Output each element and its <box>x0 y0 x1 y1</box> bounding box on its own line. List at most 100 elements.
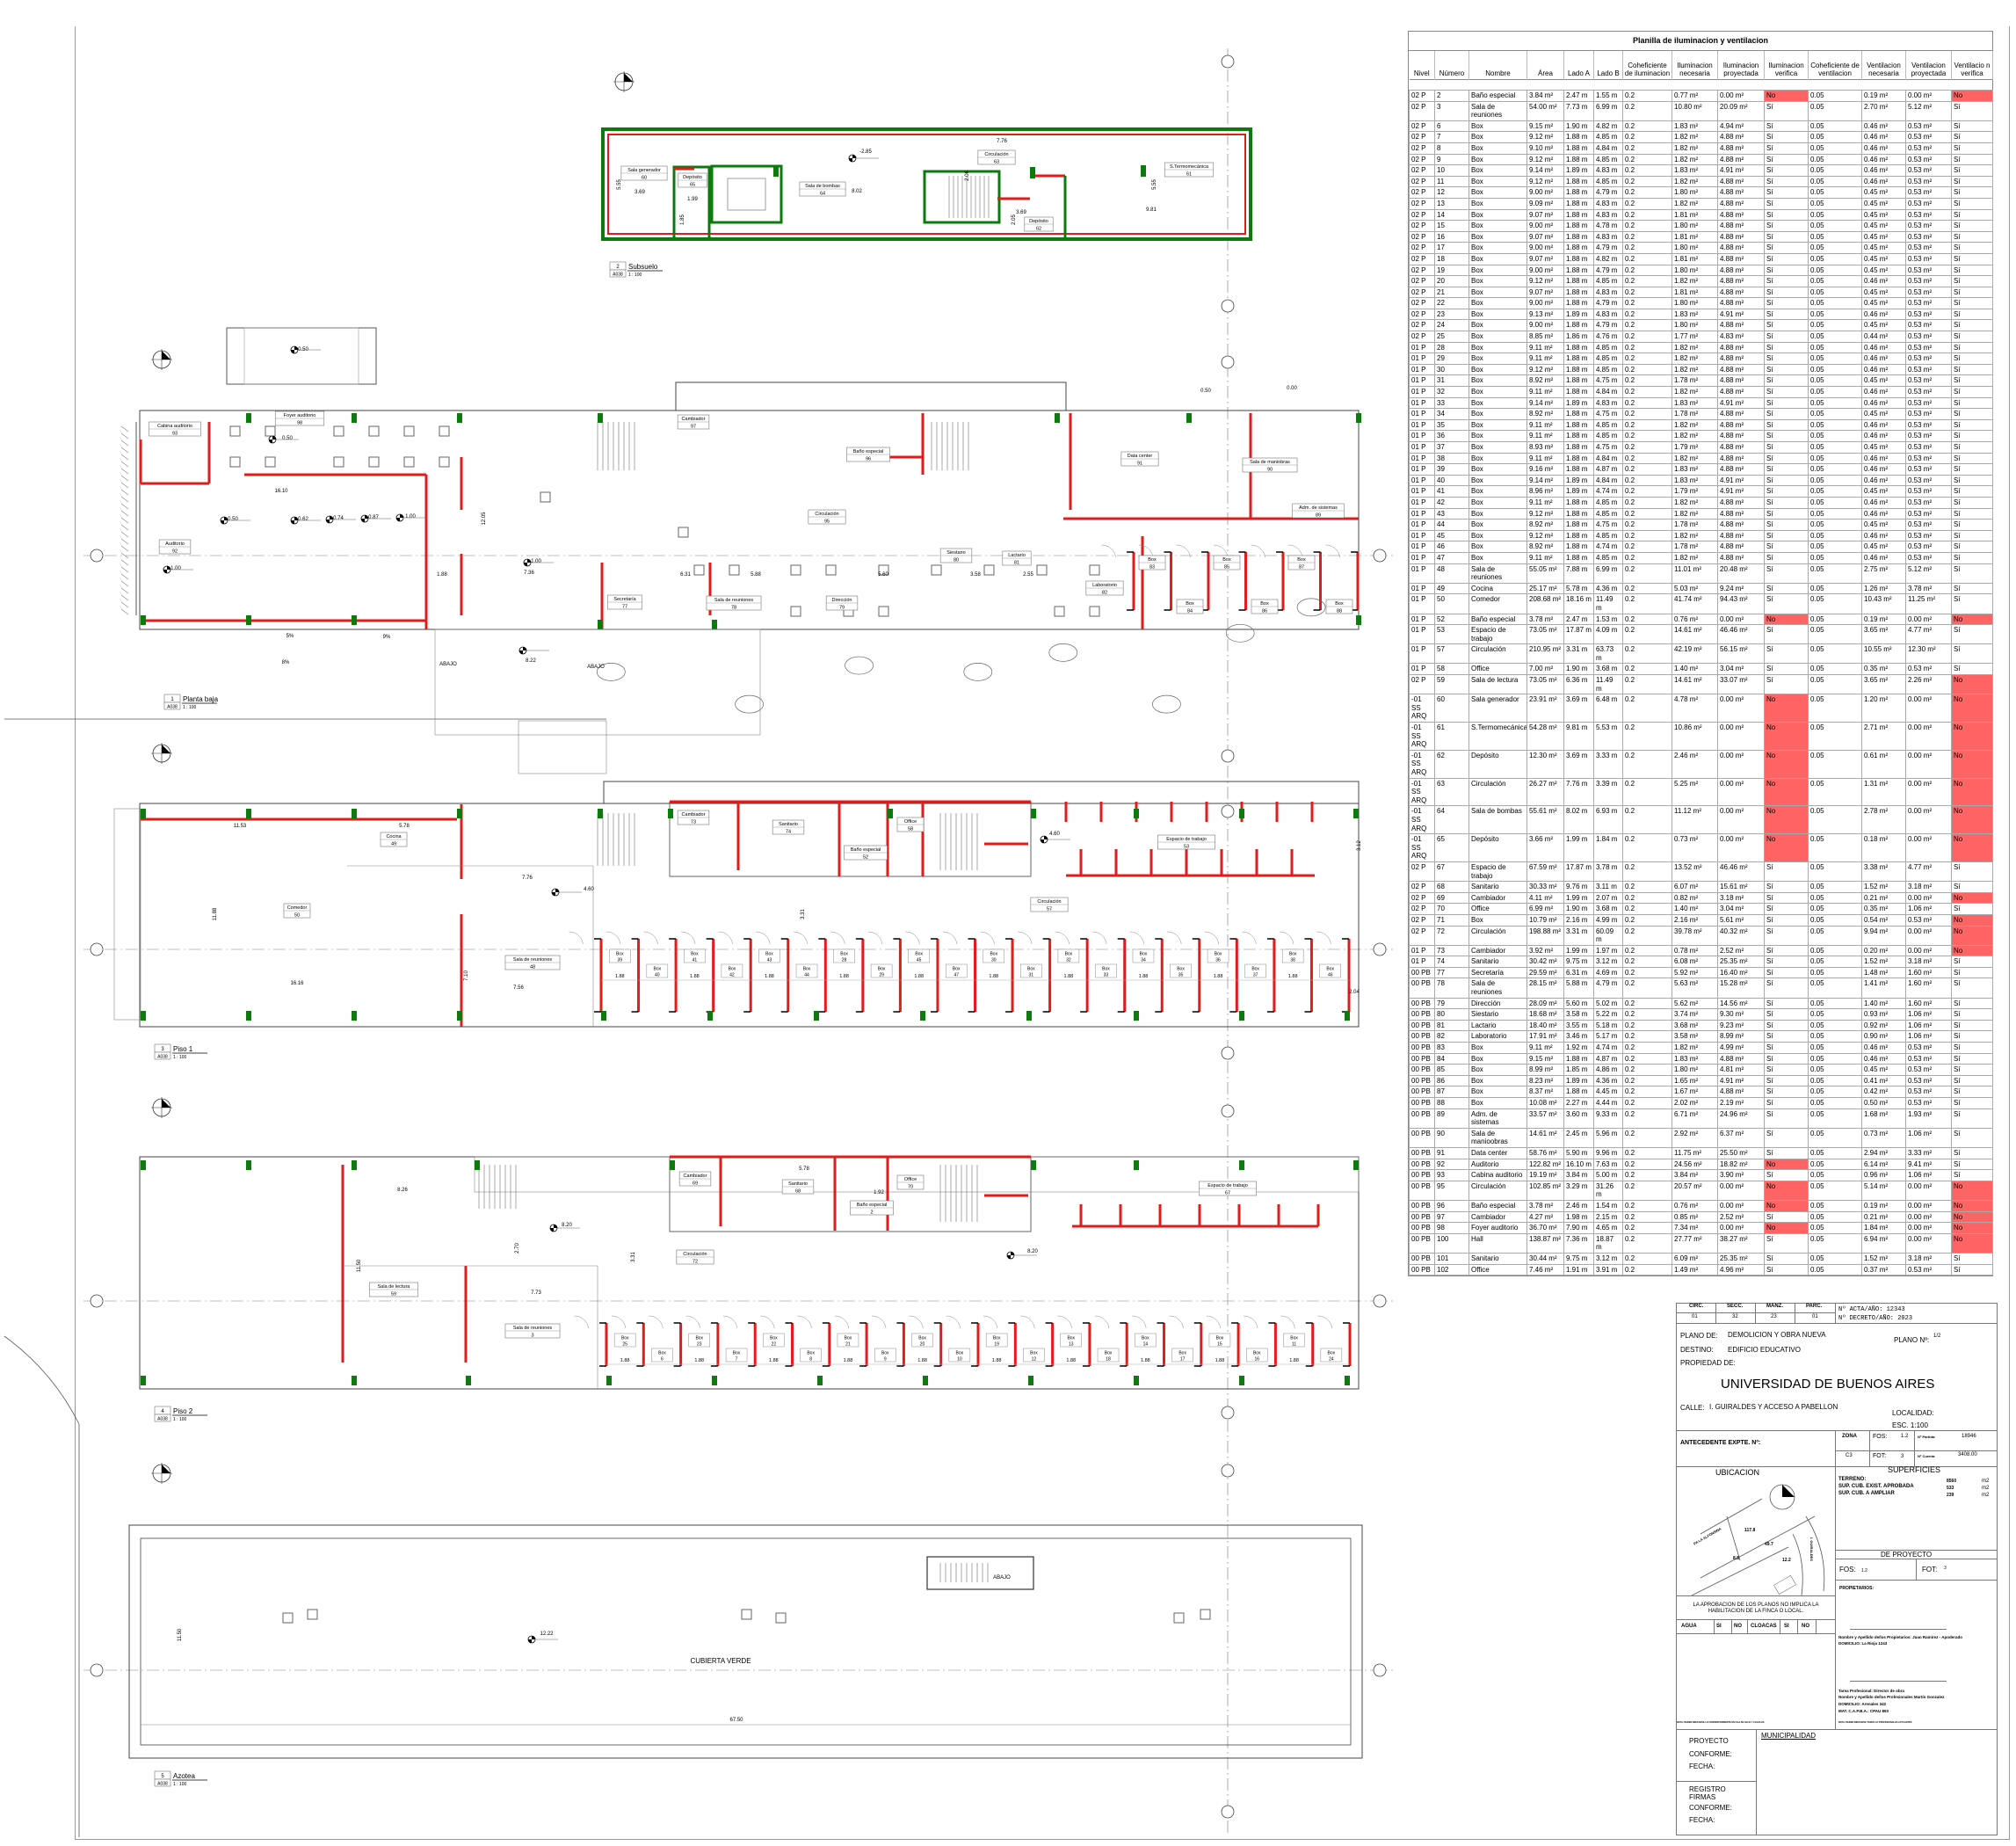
table-cell: Sí <box>1764 1146 1809 1159</box>
table-cell: 3.84 m² <box>1527 90 1564 102</box>
table-cell: Cambiador <box>1468 891 1527 905</box>
room-number: 92 <box>172 549 178 555</box>
hatch <box>120 454 129 461</box>
table-cell: 0.2 <box>1622 496 1672 509</box>
table-cell: Office <box>1468 1263 1527 1276</box>
box-name: Box <box>803 967 811 972</box>
table-cell: 98 <box>1434 1222 1469 1234</box>
table-cell: 0.2 <box>1622 485 1672 498</box>
door-swing <box>830 931 845 945</box>
title-block-rule <box>1835 1303 1836 1323</box>
table-cell: 8.85 m² <box>1527 331 1564 343</box>
table-cell: 0.2 <box>1622 529 1672 542</box>
table-cell: 01 P <box>1409 956 1435 968</box>
table-cell: 0.2 <box>1622 1252 1672 1265</box>
table-cell: Box <box>1468 529 1527 542</box>
table-cell: 9.00 m² <box>1527 264 1564 277</box>
table-cell: 1.68 m² <box>1861 1108 1906 1129</box>
dimension: 2.05 <box>1012 214 1017 225</box>
table-cell: 1.80 m² <box>1672 319 1718 332</box>
grid-bubble <box>90 942 104 956</box>
table-cell: 4.77 m² <box>1905 861 1952 883</box>
tree-icon <box>1225 623 1255 643</box>
table-cell: 1.88 m <box>1563 529 1594 542</box>
table-cell: 1.88 m <box>1563 242 1594 254</box>
table-cell: Sí <box>1764 100 1809 121</box>
pb-stairs <box>518 720 607 774</box>
table-cell: 0.05 <box>1808 891 1862 905</box>
column <box>598 413 603 423</box>
column-square <box>790 606 801 617</box>
dimension: 3.12 <box>1357 840 1362 851</box>
table-cell: 9.30 m² <box>1717 1008 1765 1021</box>
table-cell: 5.92 m² <box>1672 966 1718 979</box>
table-cell: 0.2 <box>1622 663 1672 676</box>
north-arrow-icon <box>151 743 172 764</box>
title-block-rule <box>1916 1559 1917 1580</box>
table-cell: 0.2 <box>1622 593 1672 614</box>
table-cell: 0.05 <box>1808 474 1862 487</box>
box-tag <box>1132 948 1155 963</box>
door-swing <box>681 931 696 945</box>
title-block-text: FOS: <box>1839 1566 1856 1573</box>
table-cell: 0.05 <box>1808 881 1862 893</box>
table-cell: 1.82 m² <box>1672 430 1718 442</box>
table-cell: 1.88 m <box>1563 541 1594 553</box>
table-cell: 10.79 m² <box>1527 913 1564 927</box>
table-cell: 6 <box>1434 120 1469 133</box>
table-cell: 6.36 m <box>1563 674 1594 695</box>
table-cell: 0.05 <box>1808 386 1862 398</box>
view-tag-sheet <box>154 1051 171 1060</box>
table-cell: Sí <box>1764 861 1809 883</box>
table-cell: 9.94 m² <box>1861 925 1906 946</box>
table-cell: Box <box>1468 242 1527 254</box>
table-cell: 1.88 m <box>1563 297 1594 309</box>
table-cell: Sí <box>1951 297 1993 309</box>
table-cell: 4.36 m <box>1593 582 1623 595</box>
table-cell: Sí <box>1951 529 1993 542</box>
level-marker-icon <box>848 154 857 163</box>
table-cell: Box <box>1468 363 1527 376</box>
table-cell: 9.07 m² <box>1527 252 1564 265</box>
table-cell: 102.85 m² <box>1527 1180 1564 1201</box>
hatch <box>120 573 129 580</box>
table-cell: 0.05 <box>1808 674 1862 695</box>
column <box>1134 1376 1139 1385</box>
table-cell: 7.88 m <box>1563 563 1594 584</box>
table-cell: 0.00 m² <box>1905 694 1952 723</box>
table-cell: 0.2 <box>1622 1052 1672 1065</box>
box-name: Box <box>616 952 624 957</box>
table-cell: 11.49 m <box>1593 674 1623 695</box>
hatch <box>120 461 129 468</box>
door-swing <box>718 931 733 945</box>
table-cell: 0.46 m² <box>1861 308 1906 321</box>
table-cell: 10.55 m² <box>1861 643 1906 665</box>
column <box>352 615 357 625</box>
column <box>598 809 603 818</box>
column <box>1239 1011 1244 1021</box>
box-name: Box <box>770 1336 778 1341</box>
table-cell: Lactario <box>1468 1019 1527 1032</box>
stair-walls <box>923 170 1001 224</box>
column-header: Número <box>1434 51 1469 80</box>
door-swing <box>1244 1315 1258 1329</box>
room-number: 67 <box>1225 1191 1230 1196</box>
column-square <box>931 564 942 576</box>
table-cell: 1.40 m² <box>1672 663 1718 676</box>
table-cell: 23 <box>1434 308 1469 321</box>
table-cell: 1.97 m <box>1593 944 1623 957</box>
door-swing <box>793 931 808 945</box>
column-header: Ventilacio n verifica <box>1951 51 1993 80</box>
door-swing <box>834 1315 850 1329</box>
room-name: Data center <box>1128 454 1153 459</box>
table-cell: -01 SS ARQ <box>1409 805 1435 835</box>
dimension: 7.10 <box>464 970 469 981</box>
table-cell: Sí <box>1951 474 1993 487</box>
table-cell: Auditorio <box>1468 1158 1527 1171</box>
grid-bubble <box>1221 749 1235 763</box>
table-cell: 20 <box>1434 275 1469 287</box>
table-cell: -01 SS ARQ <box>1409 694 1435 723</box>
table-cell: Sí <box>1764 319 1809 332</box>
